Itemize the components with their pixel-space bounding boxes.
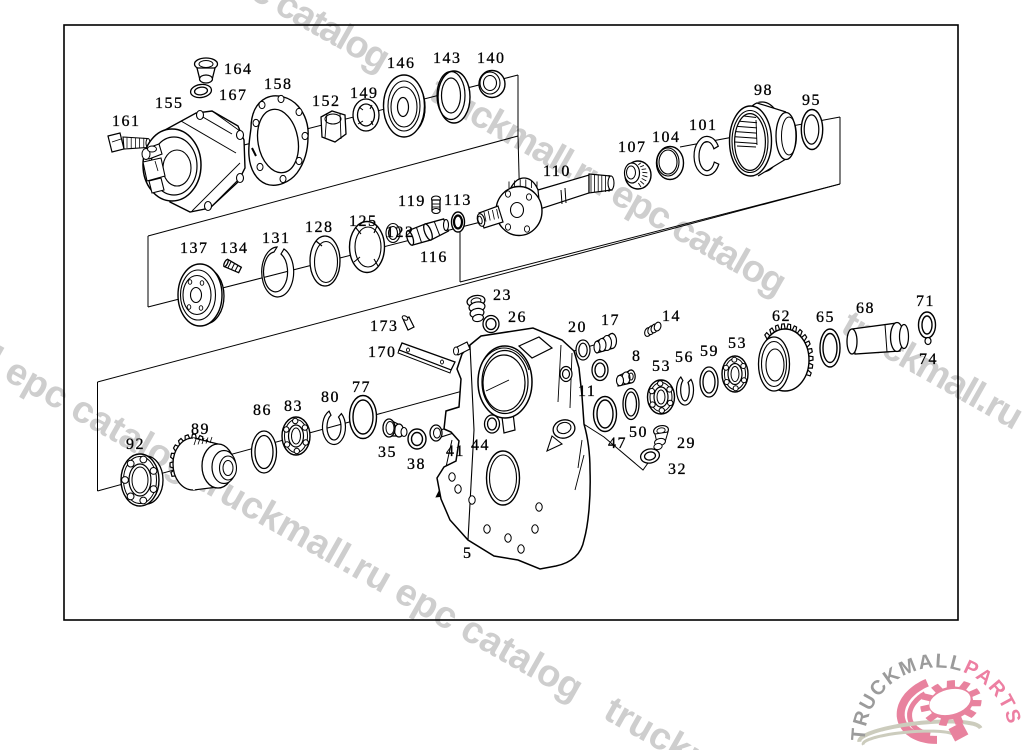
svg-text:41: 41 (446, 443, 465, 460)
svg-text:92: 92 (126, 436, 145, 453)
svg-text:128: 128 (305, 219, 334, 236)
svg-text:11: 11 (578, 383, 596, 400)
svg-text:77: 77 (352, 379, 371, 396)
svg-text:71: 71 (916, 293, 935, 310)
svg-text:137: 137 (180, 240, 209, 257)
svg-text:47: 47 (608, 435, 627, 452)
svg-text:98: 98 (754, 82, 773, 99)
svg-text:53: 53 (652, 358, 671, 375)
svg-text:140: 140 (477, 50, 506, 67)
svg-text:50: 50 (629, 424, 648, 441)
svg-text:104: 104 (652, 129, 681, 146)
svg-text:110: 110 (543, 163, 571, 180)
svg-text:101: 101 (689, 117, 718, 134)
svg-text:38: 38 (407, 456, 426, 473)
svg-text:122: 122 (386, 224, 415, 241)
svg-text:173: 173 (370, 318, 399, 335)
svg-text:14: 14 (662, 308, 681, 325)
svg-text:95: 95 (802, 92, 821, 109)
svg-text:170: 170 (368, 344, 397, 361)
svg-text:134: 134 (220, 240, 249, 257)
svg-text:116: 116 (420, 249, 448, 266)
svg-text:8: 8 (632, 348, 642, 365)
svg-text:17: 17 (601, 312, 620, 329)
svg-text:53: 53 (728, 335, 747, 352)
svg-text:164: 164 (224, 61, 253, 78)
svg-text:107: 107 (618, 139, 647, 156)
svg-text:161: 161 (112, 113, 141, 130)
svg-text:155: 155 (155, 95, 184, 112)
svg-text:65: 65 (816, 309, 835, 326)
svg-text:5: 5 (463, 545, 473, 562)
svg-text:59: 59 (700, 343, 719, 360)
svg-text:35: 35 (378, 444, 397, 461)
svg-text:56: 56 (675, 349, 694, 366)
svg-text:26: 26 (508, 309, 527, 326)
svg-text:152: 152 (312, 93, 341, 110)
svg-text:23: 23 (493, 287, 512, 304)
svg-text:149: 149 (350, 85, 379, 102)
svg-text:83: 83 (284, 398, 303, 415)
svg-text:119: 119 (398, 193, 426, 210)
svg-text:68: 68 (856, 300, 875, 317)
svg-text:125: 125 (349, 213, 378, 230)
svg-text:131: 131 (262, 230, 291, 247)
svg-text:62: 62 (772, 308, 791, 325)
svg-text:32: 32 (668, 461, 687, 478)
svg-text:29: 29 (677, 435, 696, 452)
svg-text:44: 44 (471, 437, 490, 454)
svg-text:143: 143 (433, 50, 462, 67)
svg-text:146: 146 (387, 55, 416, 72)
svg-text:80: 80 (321, 389, 340, 406)
svg-text:86: 86 (253, 402, 272, 419)
svg-text:20: 20 (568, 319, 587, 336)
svg-text:113: 113 (444, 192, 472, 209)
svg-text:158: 158 (264, 76, 293, 93)
svg-text:74: 74 (919, 351, 938, 368)
svg-text:167: 167 (219, 87, 248, 104)
svg-text:89: 89 (191, 421, 210, 438)
